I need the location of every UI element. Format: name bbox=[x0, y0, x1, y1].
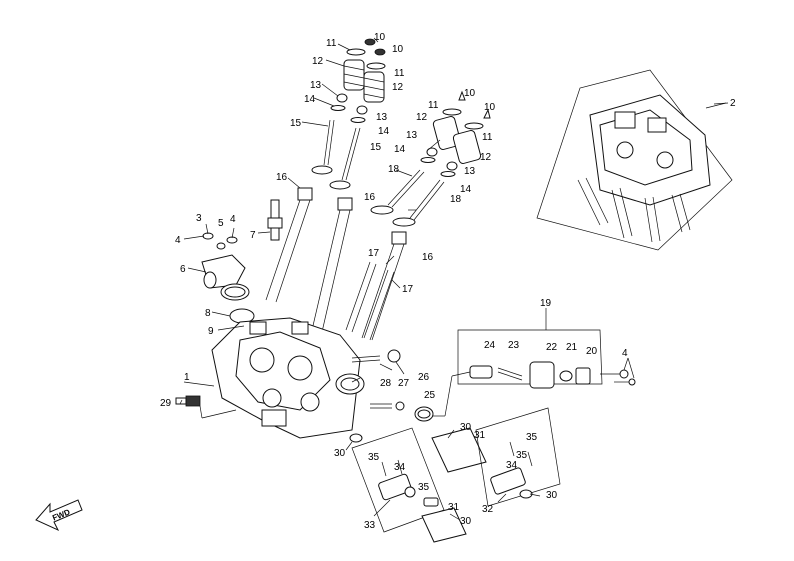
callout-22: 22 bbox=[546, 342, 558, 353]
callout-18: 18 bbox=[450, 194, 462, 205]
callout-32: 32 bbox=[482, 504, 494, 515]
callout-25: 25 bbox=[424, 390, 436, 401]
callout-12: 12 bbox=[480, 152, 492, 163]
callout-35: 35 bbox=[418, 482, 430, 493]
callout-34: 34 bbox=[394, 462, 406, 473]
callout-4: 4 bbox=[175, 235, 181, 246]
callout-5: 5 bbox=[218, 218, 224, 229]
valve-train-right bbox=[370, 90, 491, 227]
callout-11: 11 bbox=[428, 100, 439, 111]
callout-9: 9 bbox=[208, 326, 214, 337]
callout-14: 14 bbox=[378, 126, 390, 137]
callout-34: 34 bbox=[506, 460, 518, 471]
callout-13: 13 bbox=[464, 166, 476, 177]
callout-30: 30 bbox=[546, 490, 558, 501]
callout-30: 30 bbox=[460, 516, 472, 527]
callout-8: 8 bbox=[205, 308, 211, 319]
callout-10: 10 bbox=[374, 32, 386, 43]
callout-14: 14 bbox=[304, 94, 316, 105]
callout-11: 11 bbox=[394, 68, 405, 79]
callout-2: 2 bbox=[730, 98, 736, 109]
cylinder-head bbox=[211, 317, 365, 439]
thermostat-housing bbox=[201, 232, 255, 324]
callout-10: 10 bbox=[464, 88, 476, 99]
callout-29: 29 bbox=[160, 398, 172, 409]
temperature-sensor bbox=[175, 395, 201, 407]
callout-20: 20 bbox=[586, 346, 598, 357]
assembled-head-inset bbox=[536, 69, 733, 251]
callout-30: 30 bbox=[460, 422, 472, 433]
callout-35: 35 bbox=[516, 450, 528, 461]
callout-16: 16 bbox=[276, 172, 288, 183]
callout-4: 4 bbox=[230, 214, 236, 225]
callout-14: 14 bbox=[394, 144, 406, 155]
callout-3: 3 bbox=[196, 213, 202, 224]
fwd-label: FWD bbox=[51, 507, 71, 522]
callout-26: 26 bbox=[418, 372, 430, 383]
callout-18: 18 bbox=[388, 164, 400, 175]
callout-31: 31 bbox=[474, 430, 486, 441]
callout-15: 15 bbox=[370, 142, 382, 153]
rocker-shafts bbox=[421, 427, 487, 543]
callout-12: 12 bbox=[392, 82, 404, 93]
fwd-arrow-icon: FWD bbox=[35, 499, 83, 532]
callout-11: 11 bbox=[326, 38, 337, 49]
callout-labels: 1 2 3 4 4 4 5 6 7 8 9 10 10 10 10 11 11 … bbox=[160, 32, 736, 531]
callout-12: 12 bbox=[416, 112, 428, 123]
tensioner-assembly bbox=[432, 329, 636, 417]
callout-24: 24 bbox=[484, 340, 496, 351]
valve-train-left bbox=[311, 38, 386, 190]
callout-35: 35 bbox=[368, 452, 380, 463]
rocker-assembly-right bbox=[475, 407, 561, 507]
callout-4: 4 bbox=[622, 348, 628, 359]
callout-11: 11 bbox=[482, 132, 493, 143]
callout-10: 10 bbox=[392, 44, 404, 55]
callout-33: 33 bbox=[364, 520, 376, 531]
studs-and-gaskets bbox=[349, 349, 434, 443]
callout-30: 30 bbox=[334, 448, 346, 459]
callout-6: 6 bbox=[180, 264, 186, 275]
leader-lines bbox=[179, 37, 729, 521]
callout-7: 7 bbox=[250, 230, 256, 241]
callout-13: 13 bbox=[376, 112, 388, 123]
callout-1: 1 bbox=[184, 372, 190, 383]
callout-28: 28 bbox=[380, 378, 392, 389]
callout-16: 16 bbox=[422, 252, 434, 263]
spark-plug bbox=[267, 199, 283, 241]
callout-10: 10 bbox=[484, 102, 496, 113]
callout-17: 17 bbox=[368, 248, 380, 259]
callout-13: 13 bbox=[406, 130, 418, 141]
callout-35: 35 bbox=[526, 432, 538, 443]
callout-15: 15 bbox=[290, 118, 302, 129]
callout-16: 16 bbox=[364, 192, 376, 203]
callout-21: 21 bbox=[566, 342, 578, 353]
callout-12: 12 bbox=[312, 56, 324, 67]
head-bolts bbox=[265, 187, 407, 341]
callout-23: 23 bbox=[508, 340, 520, 351]
callout-31: 31 bbox=[448, 502, 460, 513]
callout-27: 27 bbox=[398, 378, 410, 389]
callout-13: 13 bbox=[310, 80, 322, 91]
callout-14: 14 bbox=[460, 184, 472, 195]
callout-19: 19 bbox=[540, 298, 552, 309]
callout-17: 17 bbox=[402, 284, 414, 295]
